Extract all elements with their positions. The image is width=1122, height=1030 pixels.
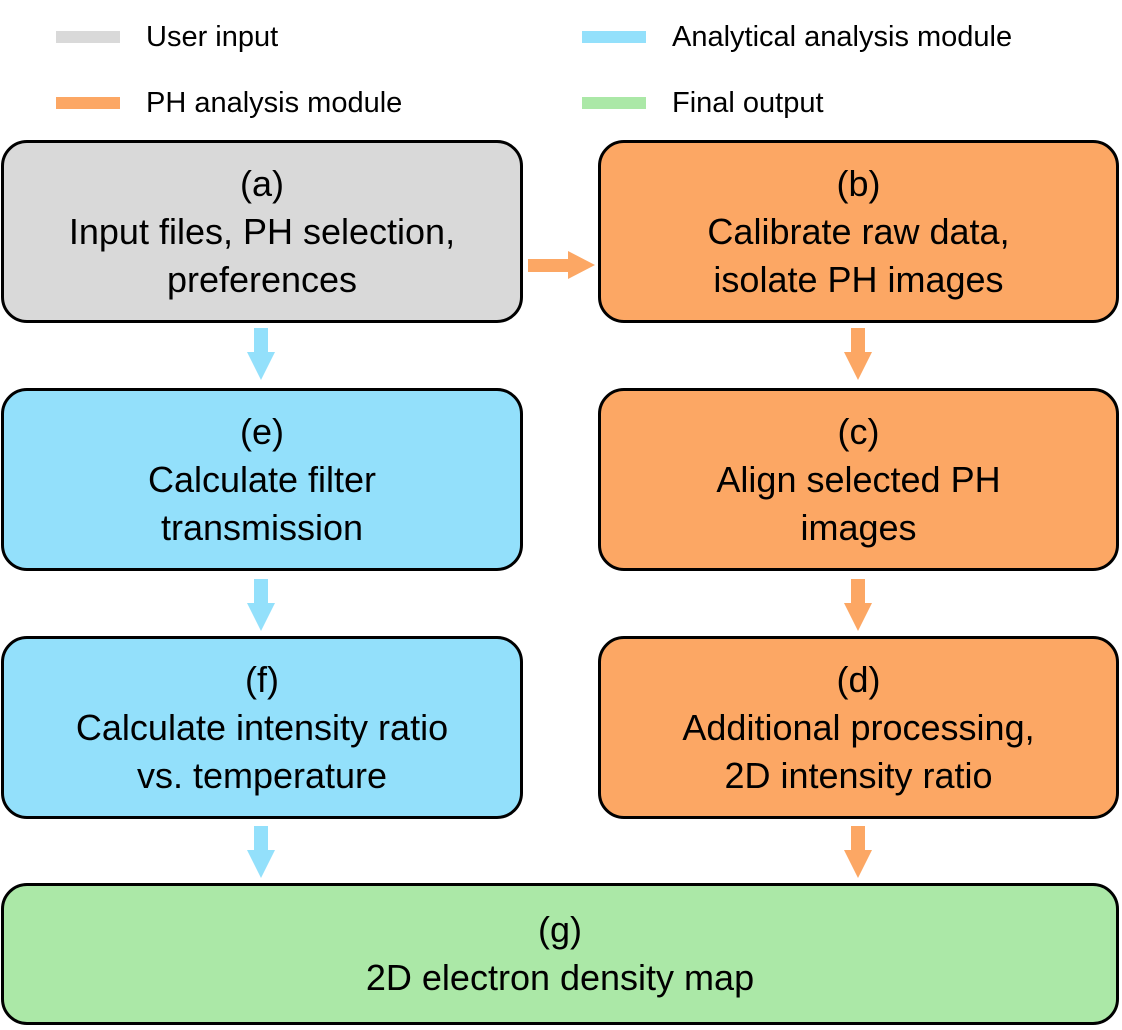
legend-item-ph: PH analysis module — [56, 85, 402, 121]
box-e-filter-transmission: (e) Calculate filter transmission — [1, 388, 523, 571]
box-a-line1: Input files, PH selection, — [68, 210, 456, 252]
box-b-line1: Calibrate raw data, — [707, 210, 1010, 252]
arrow-b-to-c — [844, 328, 872, 380]
box-e-line1: Calculate filter — [147, 458, 377, 500]
box-d-additional-processing: (d) Additional processing, 2D intensity … — [598, 636, 1119, 819]
box-f-line2: vs. temperature — [136, 754, 388, 796]
legend-swatch-analytical — [582, 31, 646, 43]
box-g-tag: (g) — [538, 909, 582, 950]
legend-swatch-user-input — [56, 31, 120, 43]
box-f-line1: Calculate intensity ratio — [75, 706, 449, 748]
box-e-tag: (e) — [240, 410, 284, 452]
box-a-user-input: (a) Input files, PH selection, preferenc… — [1, 140, 523, 323]
legend-item-analytical: Analytical analysis module — [582, 19, 1012, 55]
legend-label-analytical: Analytical analysis module — [672, 21, 1013, 53]
box-g-line1: 2D electron density map — [365, 957, 755, 998]
box-d-tag: (d) — [836, 658, 881, 700]
legend-item-final: Final output — [582, 85, 824, 121]
box-a-line2: preferences — [166, 258, 358, 300]
arrow-a-to-b — [528, 251, 595, 279]
legend-swatch-ph — [56, 97, 120, 109]
box-d-line1: Additional processing, — [682, 706, 1035, 748]
box-f-tag: (f) — [245, 658, 279, 700]
legend-label-ph: PH analysis module — [146, 87, 403, 119]
box-c-align: (c) Align selected PH images — [598, 388, 1119, 571]
arrow-f-to-g — [247, 826, 275, 878]
legend-swatch-final — [582, 97, 646, 109]
arrow-d-to-g — [844, 826, 872, 878]
box-b-line2: isolate PH images — [713, 258, 1004, 300]
arrow-c-to-d — [844, 579, 872, 631]
box-b-tag: (b) — [836, 162, 881, 204]
legend-label-final: Final output — [672, 87, 824, 119]
box-b-calibrate: (b) Calibrate raw data, isolate PH image… — [598, 140, 1119, 323]
box-c-line1: Align selected PH — [716, 458, 1001, 500]
box-g-final-output: (g) 2D electron density map — [1, 883, 1119, 1025]
box-c-tag: (c) — [837, 410, 880, 452]
box-d-line2: 2D intensity ratio — [724, 754, 993, 796]
box-a-tag: (a) — [240, 162, 284, 204]
box-f-intensity-ratio: (f) Calculate intensity ratio vs. temper… — [1, 636, 523, 819]
legend-item-user-input: User input — [56, 19, 278, 55]
arrow-a-to-e — [247, 328, 275, 380]
box-c-line2: images — [800, 506, 917, 548]
arrow-e-to-f — [247, 579, 275, 631]
legend-label-user-input: User input — [146, 21, 279, 53]
box-e-line2: transmission — [160, 506, 364, 548]
